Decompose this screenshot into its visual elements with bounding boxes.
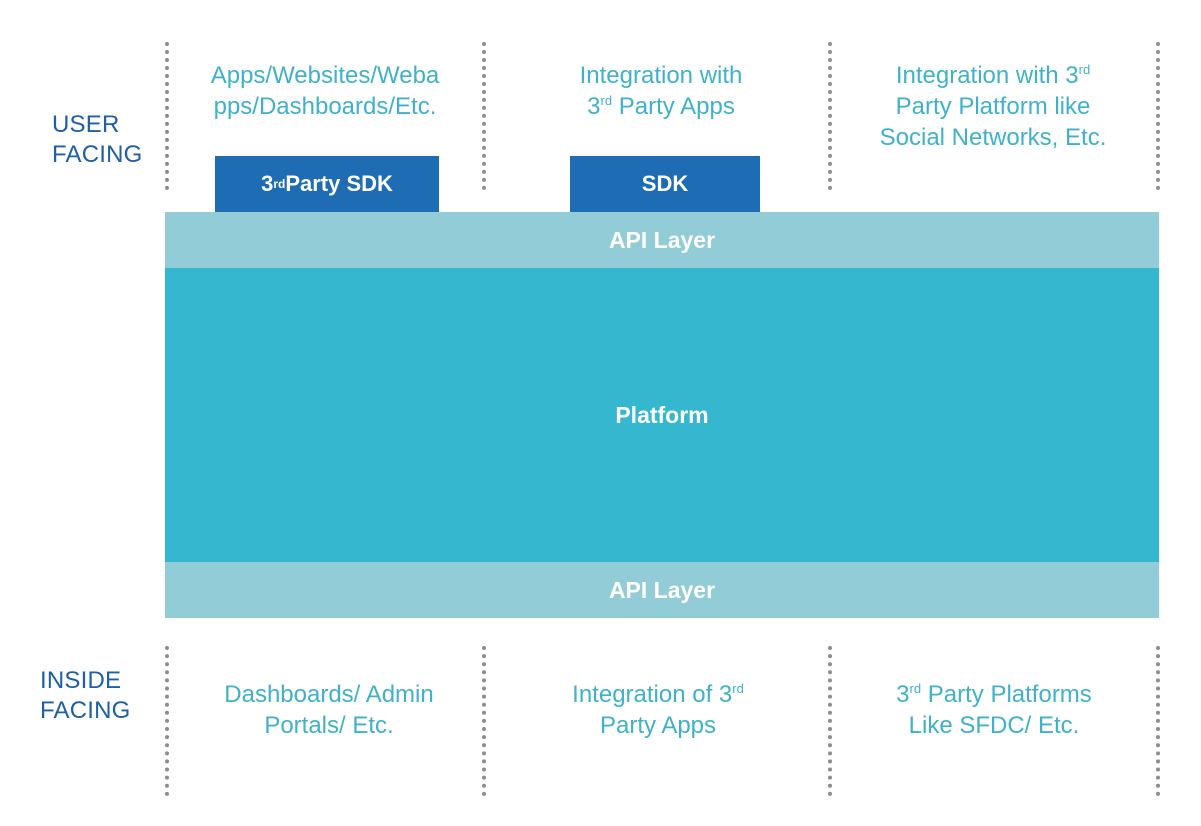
column-line-text: Party Platform like — [895, 93, 1091, 120]
user-facing-line-1: USER — [52, 111, 120, 138]
column-line-text: Integration with 3 — [895, 62, 1079, 89]
column-line: Like SFDC/ Etc. — [844, 710, 1144, 741]
column-line-text: Integration of 3 — [572, 681, 733, 708]
bottom-divider-4 — [1156, 646, 1160, 796]
inside-facing-line-2: FACING — [40, 697, 131, 724]
sdk-label-text: 3 — [261, 171, 274, 196]
column-line-text: 3 — [587, 93, 601, 120]
sdk-label-text: SDK — [641, 171, 689, 196]
column-line-text: 3 — [896, 681, 910, 708]
top-divider-4 — [1156, 42, 1160, 190]
column-line-text: Integration with — [579, 62, 743, 89]
column-line: 3rd Party Apps — [511, 91, 811, 122]
column-line-text-tail: Party Platforms — [921, 681, 1092, 708]
column-line-text: Like SFDC/ Etc. — [908, 712, 1080, 739]
platform-layer: Platform — [165, 268, 1159, 562]
column-line: Party Apps — [508, 710, 808, 741]
top-column-1: Apps/Websites/Weba pps/Dashboards/Etc. — [175, 60, 475, 122]
api-layer-top: API Layer — [165, 212, 1159, 268]
column-line: Dashboards/ Admin — [179, 679, 479, 710]
column-line: Apps/Websites/Weba — [175, 60, 475, 91]
bottom-divider-3 — [828, 646, 832, 796]
api-layer-bottom: API Layer — [165, 562, 1159, 618]
column-line-superscript: rd — [909, 681, 922, 696]
column-line: Integration with 3rd — [843, 60, 1143, 91]
column-line: 3rd Party Platforms — [844, 679, 1144, 710]
column-line-text: Party Apps — [599, 712, 717, 739]
column-line-text-tail: Party Apps — [612, 93, 735, 120]
column-line-text: Apps/Websites/Weba — [210, 62, 440, 89]
bottom-divider-1 — [165, 646, 169, 796]
user-facing-line-2: FACING — [52, 141, 143, 168]
platform-label: Platform — [615, 401, 709, 428]
api-layer-top-label: API Layer — [608, 226, 716, 253]
column-line: Social Networks, Etc. — [843, 122, 1143, 153]
column-line: Party Platform like — [843, 91, 1143, 122]
top-divider-1 — [165, 42, 169, 190]
column-line-text: pps/Dashboards/Etc. — [213, 93, 437, 120]
column-line: pps/Dashboards/Etc. — [175, 91, 475, 122]
user-facing-label: USER FACING — [52, 110, 143, 170]
column-line: Integration with — [511, 60, 811, 91]
column-line-text: Social Networks, Etc. — [879, 124, 1107, 151]
sdk-box: SDK — [570, 156, 760, 212]
column-line-text: Portals/ Etc. — [264, 712, 394, 739]
column-line-superscript: rd — [732, 681, 744, 696]
column-line: Portals/ Etc. — [179, 710, 479, 741]
top-divider-2 — [482, 42, 486, 190]
column-line-text: Dashboards/ Admin — [224, 681, 434, 708]
inside-facing-label: INSIDE FACING — [40, 666, 131, 726]
column-line-superscript: rd — [1078, 62, 1091, 77]
column-line-superscript: rd — [600, 93, 613, 108]
api-layer-bottom-label: API Layer — [608, 576, 716, 603]
bottom-divider-2 — [482, 646, 486, 796]
top-divider-3 — [828, 42, 832, 190]
sdk-label-text-tail: Party SDK — [285, 171, 393, 196]
inside-facing-line-1: INSIDE — [40, 667, 122, 694]
column-line: Integration of 3rd — [508, 679, 808, 710]
